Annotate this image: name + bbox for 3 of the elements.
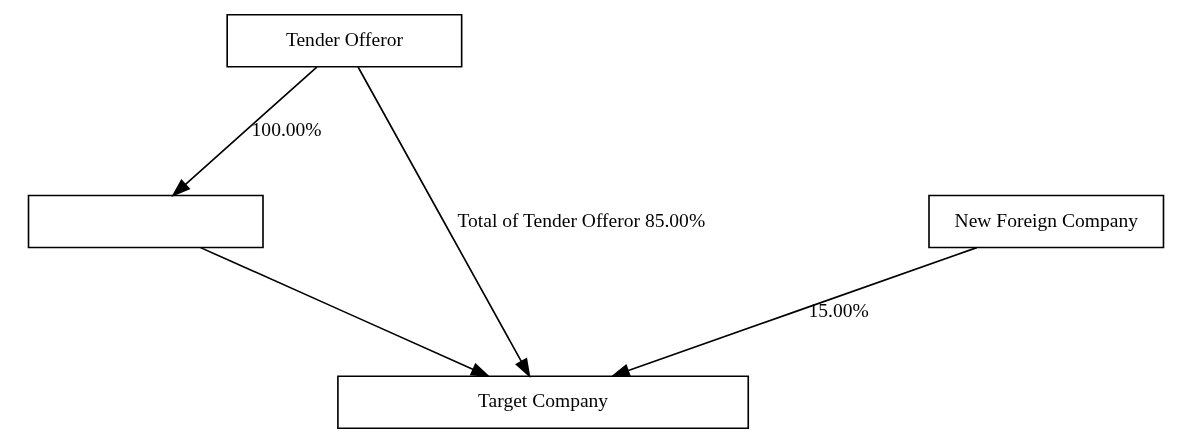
edge-label: Total of Tender Offeror 85.00%	[457, 209, 706, 231]
edge-label: 100.00%	[251, 119, 322, 141]
edge-label: 15.00%	[808, 299, 869, 321]
